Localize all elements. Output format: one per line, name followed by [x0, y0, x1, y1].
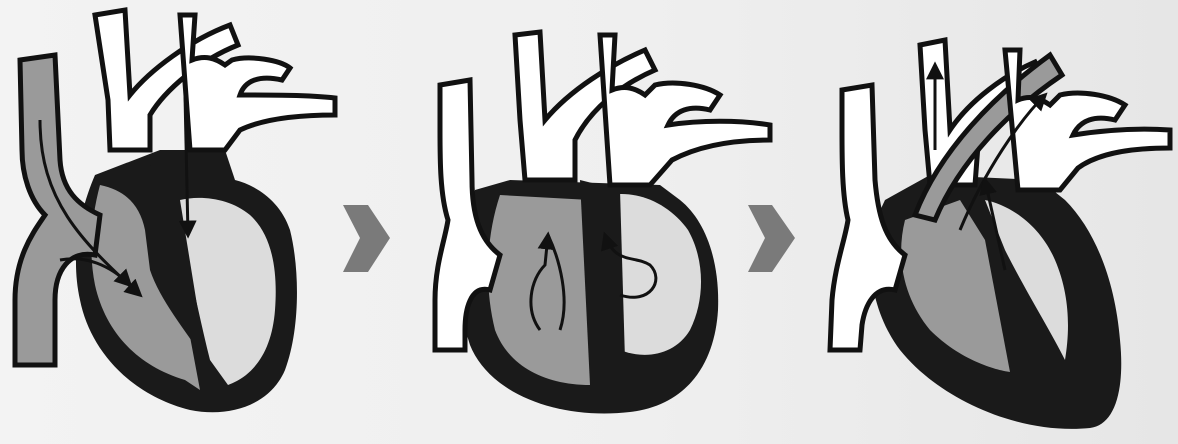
progress-arrow-2 [748, 205, 795, 272]
progress-arrow-1 [343, 205, 390, 272]
heart-panel-2 [435, 32, 770, 413]
heart-panel-1 [15, 10, 335, 412]
heart-panel-3 [830, 40, 1170, 429]
